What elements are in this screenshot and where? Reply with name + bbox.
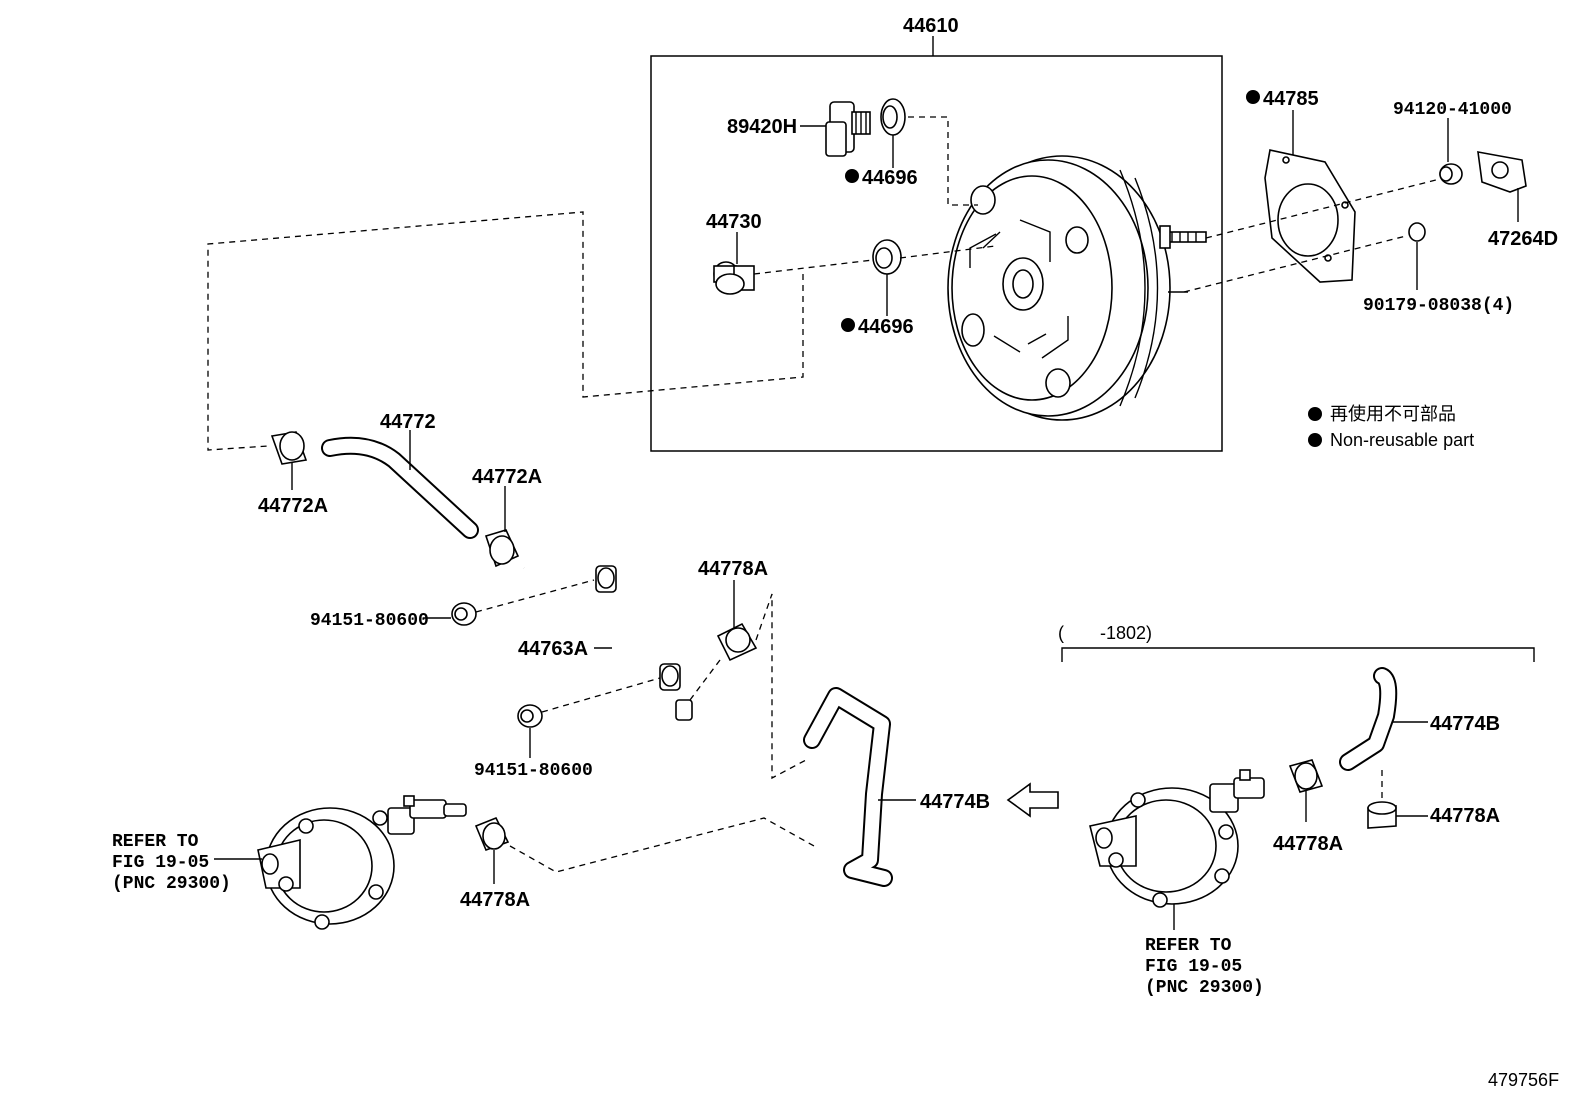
bracket — [1477, 151, 1527, 193]
label-nut-top[interactable]: 94120-41000 — [1393, 100, 1512, 120]
hose-upper — [321, 436, 479, 539]
nut-bottom — [1408, 222, 1426, 242]
brake-booster — [947, 155, 1207, 421]
grommet-bottom — [872, 239, 902, 275]
vacuum-pipe — [523, 565, 693, 721]
label-range[interactable]: ( -1802) — [1058, 623, 1152, 643]
refer-left-line-2: FIG 19-05 — [112, 853, 209, 873]
label-clip-pipe[interactable]: 44778A — [698, 558, 768, 580]
vacuum-pump-right — [1089, 769, 1265, 908]
clip-pump — [474, 816, 510, 852]
check-valve — [713, 261, 755, 295]
refer-right-line-3: (PNC 29300) — [1145, 978, 1264, 998]
vacuum-switch — [825, 101, 871, 157]
range-bracket — [1061, 647, 1535, 662]
hose-lower — [803, 687, 893, 887]
legend: 再使用不可部品 Non-reusable part — [1308, 404, 1474, 450]
label-bracket[interactable]: 47264D — [1488, 228, 1558, 250]
label-clip-pump[interactable]: 44778A — [460, 889, 530, 911]
label-grommet-top[interactable]: 44696 — [862, 167, 918, 189]
label-nut-a[interactable]: 94151-80600 — [310, 611, 429, 631]
booster-assembly-frame — [650, 55, 1223, 452]
nonreusable-mark-grommet-top — [845, 169, 859, 183]
label-hose-upper[interactable]: 44772 — [380, 411, 436, 433]
label-nut-bottom[interactable]: 90179-08038(4) — [1363, 296, 1514, 316]
nonreusable-mark-grommet-bottom — [841, 318, 855, 332]
label-nut-b[interactable]: 94151-80600 — [474, 761, 593, 781]
nut-a — [451, 602, 477, 626]
refer-left-line-1: REFER TO — [112, 832, 199, 852]
label-clip-right-b[interactable]: 44778A — [1430, 805, 1500, 827]
label-clip-mid[interactable]: 44772A — [472, 466, 542, 488]
clip-right-a — [1288, 759, 1324, 793]
vacuum-pump-left — [257, 795, 467, 930]
grommet-top — [880, 98, 906, 136]
gasket — [1264, 149, 1356, 283]
refer-note-right: REFER TO FIG 19-05 (PNC 29300) — [1145, 936, 1264, 998]
label-hose-right[interactable]: 44774B — [1430, 713, 1500, 735]
label-clip-left[interactable]: 44772A — [258, 495, 328, 517]
hose-right — [1339, 667, 1398, 771]
figure-id: 479756F — [1488, 1070, 1559, 1090]
nut-top — [1439, 163, 1463, 185]
label-gasket[interactable]: 44785 — [1263, 88, 1319, 110]
clip-right-b — [1367, 801, 1397, 829]
nut-b — [517, 704, 543, 728]
clip-left — [270, 431, 308, 465]
clip-mid — [484, 529, 520, 568]
clip-pipe — [716, 622, 758, 662]
label-grommet-bottom[interactable]: 44696 — [858, 316, 914, 338]
label-pipe[interactable]: 44763A — [518, 638, 588, 660]
refer-right-line-2: FIG 19-05 — [1145, 957, 1242, 977]
legend-bullet-1 — [1308, 407, 1322, 421]
refer-left-line-3: (PNC 29300) — [112, 874, 231, 894]
nonreusable-mark-gasket — [1246, 90, 1260, 104]
label-clip-right-a[interactable]: 44778A — [1273, 833, 1343, 855]
direction-arrow — [1006, 782, 1059, 818]
refer-note-left: REFER TO FIG 19-05 (PNC 29300) — [112, 832, 231, 894]
legend-bullet-2 — [1308, 433, 1322, 447]
legend-text-english: Non-reusable part — [1330, 430, 1474, 450]
legend-text-japanese: 再使用不可部品 — [1330, 404, 1456, 424]
refer-right-line-1: REFER TO — [1145, 936, 1232, 956]
label-check-valve[interactable]: 44730 — [706, 211, 762, 233]
label-hose-lower[interactable]: 44774B — [920, 791, 990, 813]
label-switch[interactable]: 89420H — [727, 116, 797, 138]
label-booster[interactable]: 44610 — [903, 15, 959, 37]
